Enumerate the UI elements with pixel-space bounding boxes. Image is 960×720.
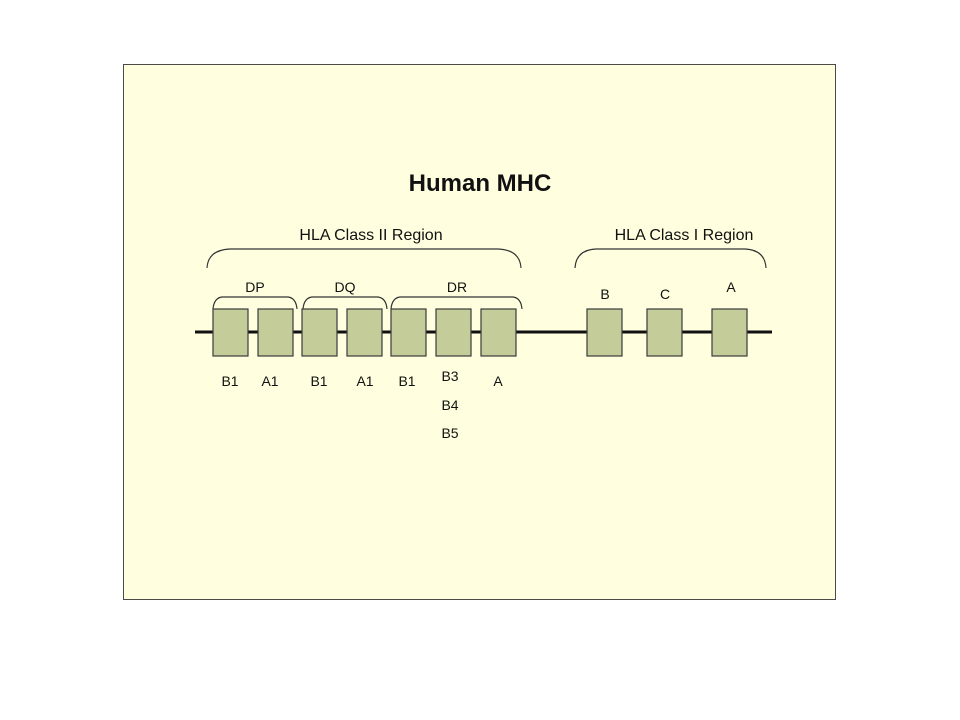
- subregion-brace-dp: [212, 296, 298, 310]
- gene-label-dr-b1: B1: [398, 373, 415, 389]
- gene-label-a: A: [726, 279, 736, 295]
- gene-label-dr-b5: B5: [441, 425, 458, 441]
- gene-label-dr-b4: B4: [441, 397, 458, 413]
- gene-box-c: [646, 308, 683, 357]
- gene-box-dr-b1: [390, 308, 427, 357]
- class-i-region-label: HLA Class I Region: [615, 227, 754, 244]
- subregion-brace-dr: [390, 296, 523, 310]
- subregion-label-dp: DP: [245, 279, 264, 295]
- subregion-label-dq: DQ: [335, 279, 356, 295]
- gene-box-dq-a1: [346, 308, 383, 357]
- gene-label-c: C: [660, 286, 670, 302]
- diagram-title: Human MHC: [409, 170, 552, 197]
- gene-box-a: [711, 308, 748, 357]
- gene-label-dr-a: A: [493, 373, 503, 389]
- gene-box-dr-b3: [435, 308, 472, 357]
- gene-label-dq-a1: A1: [356, 373, 373, 389]
- class-i-region-brace: [574, 248, 767, 269]
- class-ii-region-brace: [206, 248, 522, 269]
- gene-label-b: B: [600, 286, 609, 302]
- gene-label-dp-b1: B1: [221, 373, 238, 389]
- gene-box-dp-b1: [212, 308, 249, 357]
- gene-box-dq-b1: [301, 308, 338, 357]
- class-ii-region-label: HLA Class II Region: [299, 227, 442, 244]
- gene-box-dp-a1: [257, 308, 294, 357]
- gene-label-dp-a1: A1: [261, 373, 278, 389]
- subregion-brace-dq: [302, 296, 388, 310]
- gene-label-dq-b1: B1: [310, 373, 327, 389]
- gene-box-dr-a: [480, 308, 517, 357]
- subregion-label-dr: DR: [447, 279, 467, 295]
- gene-box-b: [586, 308, 623, 357]
- gene-label-dr-b3: B3: [441, 368, 458, 384]
